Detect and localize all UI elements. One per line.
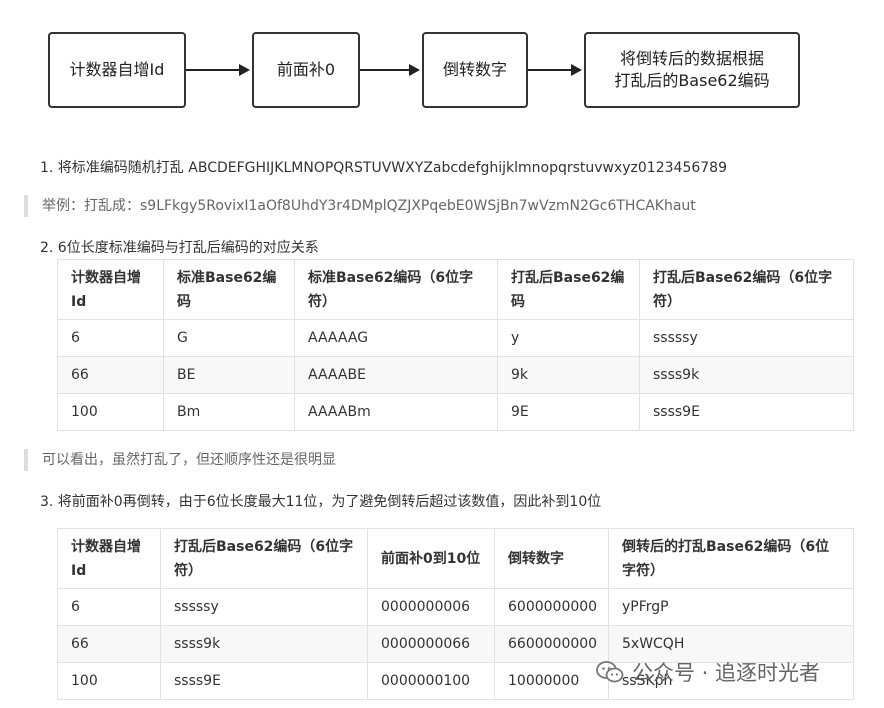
wechat-icon bbox=[596, 661, 624, 683]
flow-box-counter-id: 计数器自增Id bbox=[48, 32, 186, 108]
step1-text: 1. 将标准编码随机打乱 ABCDEFGHIJKLMNOPQRSTUVWXYZa… bbox=[40, 160, 727, 176]
table-cell: 66 bbox=[57, 625, 161, 663]
table-header-cell: 前面补0到10位 bbox=[367, 528, 495, 589]
table-cell: 6600000000 bbox=[494, 625, 609, 663]
table-cell: 5xWCQH bbox=[608, 625, 854, 663]
table-header-cell: 倒转数字 bbox=[494, 528, 609, 589]
step3-text: 3. 将前面补0再倒转，由于6位长度最大11位，为了避免倒转后超过该数值，因此补… bbox=[40, 494, 602, 510]
table-header-cell: 打乱后Base62编码（6位字符） bbox=[160, 528, 368, 589]
table-cell: y bbox=[497, 319, 640, 357]
table-cell: ssss9E bbox=[639, 393, 854, 431]
table-cell: 0000000006 bbox=[367, 588, 495, 626]
watermark-text: 公众号 · 追逐时光者 bbox=[632, 661, 821, 685]
table-row: 66 BE AAAABE 9k ssss9k bbox=[57, 356, 854, 394]
table-cell: ssSKph bbox=[608, 662, 854, 700]
step2-text: 2. 6位长度标准编码与打乱后编码的对应关系 bbox=[40, 240, 319, 256]
flow-box-pad-zero: 前面补0 bbox=[252, 32, 360, 108]
table-row: 6 sssssy 0000000006 6000000000 yPFrgP bbox=[57, 588, 854, 626]
table-cell: yPFrgP bbox=[608, 588, 854, 626]
table-row: 6 G AAAAAG y sssssy bbox=[57, 319, 854, 357]
table-row: 66 ssss9k 0000000066 6600000000 5xWCQH bbox=[57, 625, 854, 663]
table-header-cell: 计数器自增Id bbox=[57, 528, 161, 589]
table-cell: sssssy bbox=[639, 319, 854, 357]
example-quote: 举例：打乱成：s9LFkgy5RovixI1aOf8UhdY3r4DMplQZJ… bbox=[24, 195, 696, 217]
reverse-table: 计数器自增Id 打乱后Base62编码（6位字符） 前面补0到10位 倒转数字 … bbox=[57, 528, 854, 700]
table-cell: 0000000066 bbox=[367, 625, 495, 663]
flow-arrow-3 bbox=[528, 64, 582, 76]
table-cell: AAAAAG bbox=[294, 319, 498, 357]
table-header-cell: 计数器自增Id bbox=[57, 259, 164, 320]
table-cell: 6 bbox=[57, 588, 161, 626]
table-cell: 66 bbox=[57, 356, 164, 394]
table-header-row: 计数器自增Id 打乱后Base62编码（6位字符） 前面补0到10位 倒转数字 … bbox=[57, 528, 854, 589]
table-cell: 100 bbox=[57, 662, 161, 700]
table-cell: Bm bbox=[163, 393, 295, 431]
table-cell: ssss9k bbox=[160, 625, 368, 663]
mapping-table: 计数器自增Id 标准Base62编码 标准Base62编码（6位字符） 打乱后B… bbox=[57, 259, 854, 431]
table-cell: AAAABE bbox=[294, 356, 498, 394]
table-header-cell: 打乱后Base62编码（6位字符） bbox=[639, 259, 854, 320]
note-quote: 可以看出，虽然打乱了，但还顺序性还是很明显 bbox=[24, 449, 336, 471]
table-cell: 6 bbox=[57, 319, 164, 357]
table-cell: G bbox=[163, 319, 295, 357]
flow-arrow-1 bbox=[186, 64, 250, 76]
table-row: 100 Bm AAAABm 9E ssss9E bbox=[57, 393, 854, 431]
table-header-cell: 倒转后的打乱Base62编码（6位字符） bbox=[608, 528, 854, 589]
table-header-row: 计数器自增Id 标准Base62编码 标准Base62编码（6位字符） 打乱后B… bbox=[57, 259, 854, 320]
table-cell: AAAABm bbox=[294, 393, 498, 431]
table-header-cell: 打乱后Base62编码 bbox=[497, 259, 640, 320]
table-cell: ssss9E bbox=[160, 662, 368, 700]
table-row: 100 ssss9E 0000000100 10000000 ssSKph bbox=[57, 662, 854, 700]
table-cell: ssss9k bbox=[639, 356, 854, 394]
flow-box-reverse: 倒转数字 bbox=[422, 32, 528, 108]
flow-arrow-2 bbox=[360, 64, 420, 76]
table-cell: sssssy bbox=[160, 588, 368, 626]
table-cell: 9E bbox=[497, 393, 640, 431]
table-cell: 0000000100 bbox=[367, 662, 495, 700]
watermark: 公众号 · 追逐时光者 bbox=[596, 657, 820, 687]
table-cell: 100 bbox=[57, 393, 164, 431]
table-header-cell: 标准Base62编码（6位字符） bbox=[294, 259, 498, 320]
table-header-cell: 标准Base62编码 bbox=[163, 259, 295, 320]
table-cell: 9k bbox=[497, 356, 640, 394]
table-cell: 6000000000 bbox=[494, 588, 609, 626]
flow-box-encode: 将倒转后的数据根据 打乱后的Base62编码 bbox=[584, 32, 800, 108]
table-cell: 10000000 bbox=[494, 662, 609, 700]
table-cell: BE bbox=[163, 356, 295, 394]
